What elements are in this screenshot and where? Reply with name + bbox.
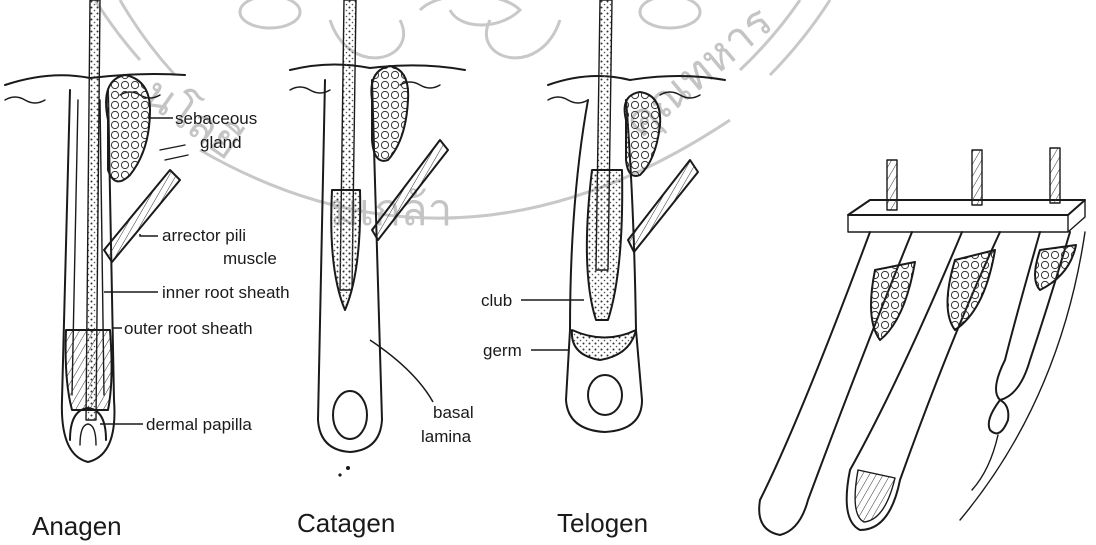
label-lamina: lamina [421,427,472,446]
label-club: club [481,291,512,310]
label-arrector-pili: arrector pili [162,226,246,245]
label-sebaceous: sebaceous [175,109,257,128]
label-germ: germ [483,341,522,360]
label-outer-root-sheath: outer root sheath [124,319,253,338]
three-dimensional-hair-follicle-diagram [759,148,1085,535]
label-inner-root-sheath: inner root sheath [162,283,290,302]
stage-title-telogen: Telogen [557,508,648,538]
stage-title-catagen: Catagen [297,508,395,538]
label-muscle: muscle [223,249,277,268]
label-gland: gland [200,133,242,152]
stage-title-anagen: Anagen [32,511,122,541]
stage-titles: Anagen Catagen Telogen [32,508,648,541]
label-dermal-papilla: dermal papilla [146,415,252,434]
label-basal: basal [433,403,474,422]
